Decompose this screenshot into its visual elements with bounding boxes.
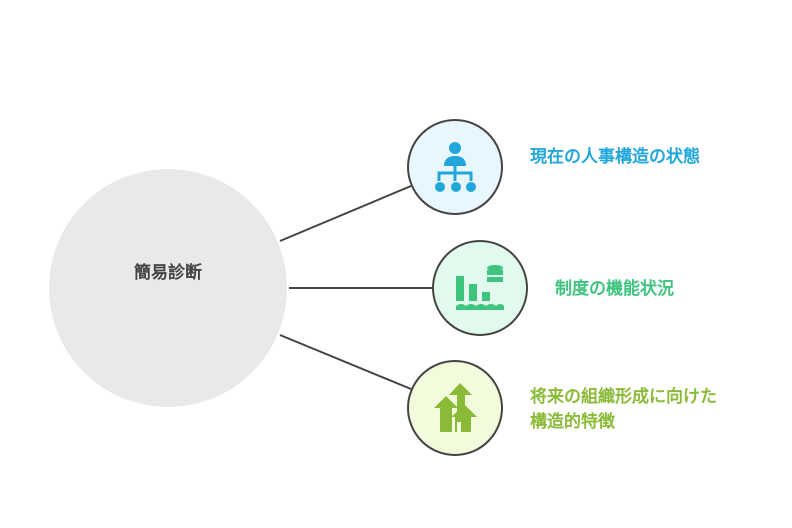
- connector-line: [279, 185, 412, 242]
- bar-chart-database-icon: [456, 265, 504, 310]
- connector-line: [279, 334, 412, 390]
- center-label: 簡易診断: [134, 263, 202, 283]
- center-node: [49, 169, 287, 407]
- branch-label-1: 現在の人事構造の状態: [530, 147, 700, 167]
- growth-arrows-icon: [434, 383, 477, 432]
- branch-label-3: 将来の組織形成に向けた構造的特徴: [530, 387, 717, 432]
- branch-node-2: [432, 240, 528, 336]
- branch-label-2: 制度の機能状況: [555, 279, 674, 299]
- org-chart-icon: [435, 142, 476, 192]
